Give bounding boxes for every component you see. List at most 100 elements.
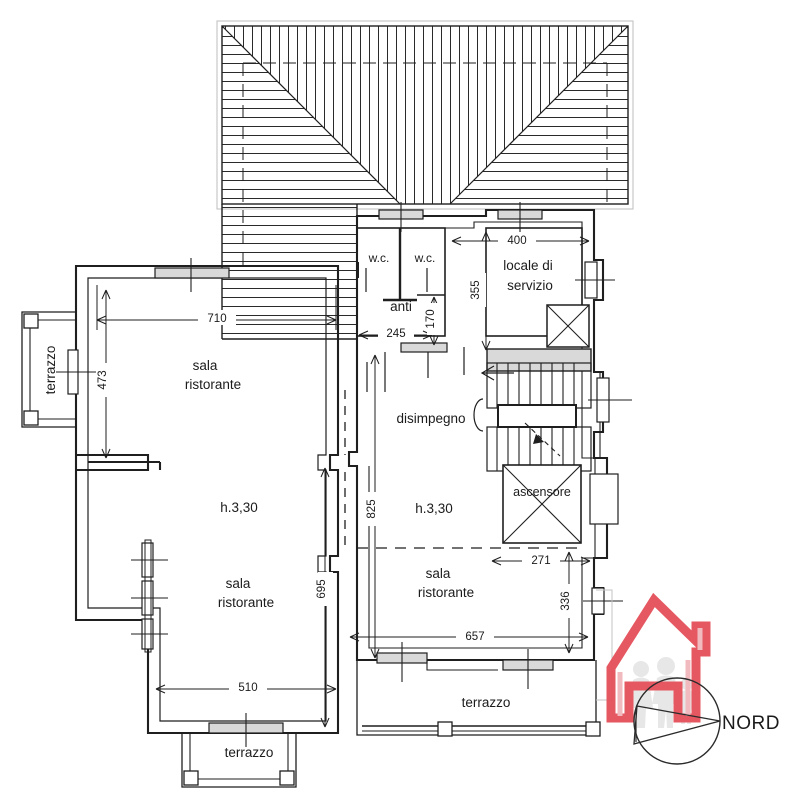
ascensore-block — [502, 464, 619, 544]
dimarrow-245 — [358, 330, 433, 340]
dimarrow-710 — [96, 315, 337, 325]
terrazzo-sud-railing — [189, 733, 289, 780]
dimension-label-355: 355 — [470, 280, 482, 299]
terrazzo-sudest-outline — [356, 660, 597, 736]
room-label-disimpegno: disimpegno — [396, 411, 465, 426]
window-north-nw — [154, 267, 230, 279]
house-icon — [606, 592, 711, 723]
central-outer-wall — [347, 208, 609, 662]
dimension-label-695: 695 — [316, 579, 328, 598]
dimarrow-510 — [155, 684, 337, 694]
locale-di-servizio-block — [485, 202, 615, 348]
room-label-sala-ristorante-se-line2: ristorante — [418, 585, 474, 600]
wc-label-left: w.c. — [368, 251, 390, 265]
dimlabel-bg-510 — [229, 679, 267, 694]
terrazzo-sud-post-left — [183, 770, 199, 786]
stair-treads-up — [496, 363, 575, 408]
room-label-sala-ristorante-se-line1: sala — [426, 566, 451, 581]
room-label-sala-ristorante-nw-line2: ristorante — [185, 377, 241, 392]
roof-assembly — [216, 20, 634, 340]
terrazzo-ovest-structure — [21, 311, 96, 428]
terrazzo-ovest-post-bottom — [23, 410, 39, 426]
terrazzo-sud-structure — [181, 713, 297, 788]
room-label-locale-di-servizio-line2: servizio — [507, 278, 553, 293]
window-west-group-frame — [144, 539, 152, 653]
terrazzo-sudest-structure — [356, 642, 601, 737]
compass-rose: NORD — [633, 677, 779, 765]
central-east-walls — [347, 208, 609, 662]
terrazzo-ovest-outline — [21, 311, 76, 428]
terrazzo-sud-post-right — [279, 770, 295, 786]
dimarrow-695 — [320, 467, 330, 728]
dimarrow-825 — [370, 354, 380, 659]
west-niche-wall — [76, 453, 150, 472]
terrazzo-sudest-post-right — [585, 721, 601, 737]
dimarrow-336 — [564, 551, 574, 654]
staircase — [473, 348, 632, 472]
dimension-label-657: 657 — [465, 631, 484, 643]
dimlabel-bg-355 — [472, 273, 486, 307]
height-label-west: h.3,30 — [220, 500, 258, 515]
secondary-outline-right — [596, 589, 613, 701]
stair-break-arrow — [533, 434, 544, 444]
dimension-label-710: 710 — [207, 313, 226, 325]
equipment-label-ascensore: ascensore — [513, 485, 571, 499]
equipment-labels: ascensore — [513, 485, 571, 499]
anti-door — [400, 342, 448, 353]
terrazzo-sudest-post-mid — [437, 721, 453, 737]
north-window-nw — [154, 258, 230, 292]
room-labels: sala ristorante sala ristorante sala ris… — [43, 258, 553, 760]
secondary-outline-path — [596, 589, 613, 701]
room-label-terrazzo-sudest: terrazzo — [462, 695, 511, 710]
dimlabel-bg-400 — [498, 232, 536, 247]
wc-labels: w.c. w.c. — [368, 251, 436, 265]
dimension-label-245: 245 — [386, 328, 405, 340]
dimension-label-473: 473 — [97, 370, 109, 389]
room-label-anti: anti — [390, 299, 412, 314]
dimlabel-bg-336 — [562, 584, 577, 618]
stair-handrail-curve — [473, 398, 484, 432]
terrazzo-sud-outline — [181, 733, 297, 788]
stair-landing-top — [486, 348, 592, 372]
stair-central-landing — [497, 404, 577, 428]
west-wing-walls — [74, 264, 340, 735]
dimarrow-400 — [451, 236, 590, 246]
terrazzo-sudest-step — [426, 660, 498, 671]
roof-outer-edge — [216, 20, 634, 210]
interior-openings — [344, 390, 582, 549]
west-wall-windows — [131, 539, 168, 653]
dimlabel-bg-695 — [318, 572, 333, 606]
dimension-label-271: 271 — [531, 555, 550, 567]
dimension-label-336: 336 — [560, 591, 572, 610]
dimlabel-bg-710 — [198, 310, 236, 325]
dimarrow-355 — [481, 231, 491, 351]
dimarrow-170 — [429, 296, 439, 346]
dimlabel-bg-657 — [456, 628, 494, 643]
east-window-se — [583, 587, 623, 615]
roof-perimeter — [221, 25, 629, 205]
dimlabel-bg-170 — [427, 303, 441, 335]
ascensore-side-shaft — [589, 473, 619, 525]
dimension-label-510: 510 — [238, 682, 257, 694]
room-label-sala-ristorante-sw-line2: ristorante — [218, 595, 274, 610]
room-label-terrazzo-ovest: terrazzo — [43, 346, 58, 395]
dimarrow-657 — [349, 632, 589, 642]
central-inner-wall — [368, 221, 596, 649]
dimension-label-170: 170 — [425, 309, 437, 328]
ascensore-cross-b — [502, 464, 582, 544]
dimension-labels: 710 473 510 695 825 245 170 400 355 271 … — [97, 232, 577, 694]
height-labels: h.3,30 h.3,30 — [220, 500, 453, 516]
west-wing-inner-wall — [87, 277, 327, 722]
room-label-locale-di-servizio-line1: locale di — [503, 258, 553, 273]
room-label-terrazzo-sud: terrazzo — [225, 745, 274, 760]
terrazzo-ovest-railing — [29, 319, 76, 420]
dimlabel-bg-271 — [522, 552, 560, 567]
dimension-label-825: 825 — [366, 499, 378, 518]
house-icon-highlight — [617, 628, 703, 716]
stair-break-line — [524, 422, 561, 457]
terrazzo-ovest-post-top — [23, 313, 39, 329]
dimlabel-bg-825 — [368, 492, 383, 526]
dimarrow-271 — [491, 556, 591, 566]
